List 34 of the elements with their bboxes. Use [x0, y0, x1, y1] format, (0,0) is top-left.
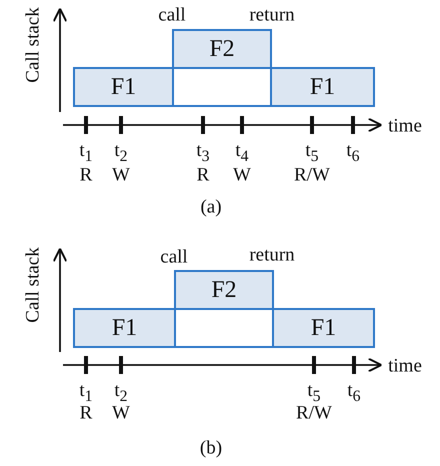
access-label: R/W — [296, 404, 332, 422]
time-point-label: t$_{1}$ — [79, 381, 93, 405]
access-label: W — [112, 404, 130, 422]
event-label: call — [160, 248, 188, 266]
function-frame-box: F2 — [174, 270, 274, 310]
panel-caption: (b) — [200, 438, 222, 458]
function-frame-box: F1 — [73, 67, 174, 107]
access-label: W — [233, 166, 251, 184]
time-point-label: t$_{5}$ — [305, 141, 319, 165]
event-label: call — [158, 6, 186, 24]
access-label: R/W — [294, 166, 330, 184]
panel-caption: (a) — [200, 198, 222, 216]
time-point-label: t$_{2}$ — [114, 381, 128, 405]
axis-label: time — [388, 116, 422, 136]
function-frame-box: F1 — [272, 308, 375, 348]
axis-label: Call stack — [24, 247, 42, 323]
event-label: return — [249, 246, 295, 264]
access-label: W — [112, 166, 130, 184]
access-label: R — [196, 166, 210, 184]
time-point-label: t$_{3}$ — [196, 141, 210, 165]
function-frame-box: F2 — [172, 29, 272, 69]
access-label: R — [80, 404, 92, 422]
time-point-label: t$_{2}$ — [114, 141, 128, 165]
function-frame-box: F1 — [270, 67, 375, 107]
event-label: return — [249, 6, 295, 24]
axis-label: time — [388, 356, 422, 376]
time-point-label: t$_{6}$ — [346, 141, 360, 165]
axis-label: Call stack — [24, 7, 42, 83]
time-point-label: t$_{6}$ — [347, 381, 361, 405]
time-point-label: t$_{1}$ — [79, 141, 93, 165]
time-point-label: t$_{5}$ — [307, 381, 321, 405]
access-label: R — [80, 166, 92, 184]
time-point-label: t$_{4}$ — [235, 141, 249, 165]
function-frame-box: F1 — [73, 308, 176, 348]
